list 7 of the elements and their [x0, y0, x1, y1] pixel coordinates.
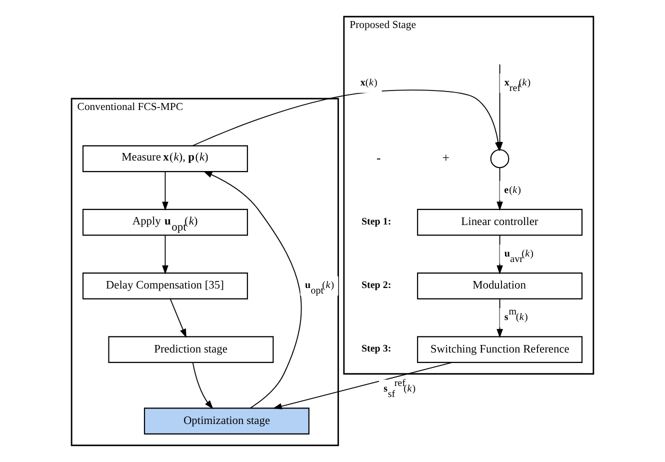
label: + [442, 150, 450, 165]
node-label: Step 3: [361, 343, 392, 354]
node-label: Step 2: [361, 280, 392, 291]
label: - [376, 150, 381, 165]
edge-label: e(k) [504, 184, 521, 196]
edge-label: x(k) [360, 78, 378, 89]
node-label: Step 1: [361, 216, 392, 228]
